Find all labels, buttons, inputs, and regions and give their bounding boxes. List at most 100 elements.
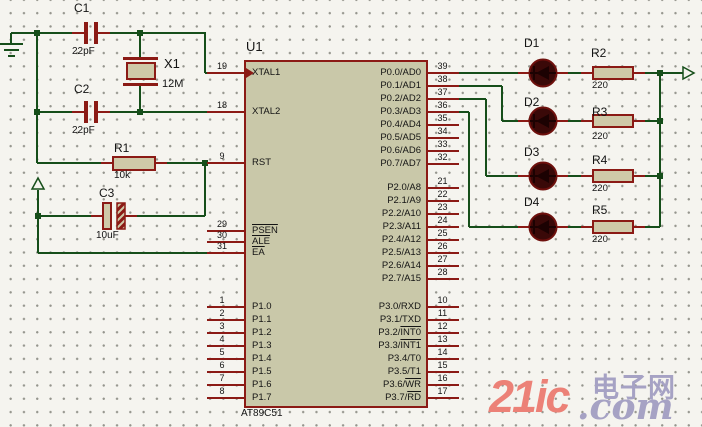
pin-number: 5 bbox=[219, 347, 225, 357]
label-c3: C3 bbox=[99, 186, 115, 200]
label-d1: D1 bbox=[524, 36, 540, 50]
label-x1: X1 bbox=[164, 56, 180, 71]
pin-number: 7 bbox=[219, 373, 225, 383]
label-r4: R4 bbox=[592, 153, 608, 167]
capacitor-c3 bbox=[102, 202, 126, 230]
pin-number: 12 bbox=[437, 321, 448, 331]
label-d2: D2 bbox=[524, 95, 540, 109]
capacitor-c2 bbox=[84, 101, 98, 123]
pin-number: 2 bbox=[219, 308, 225, 318]
resistor-r2 bbox=[592, 66, 634, 80]
label-r3: R3 bbox=[592, 105, 608, 119]
label-c1: C1 bbox=[74, 1, 90, 15]
pin-number: 9 bbox=[219, 151, 225, 161]
chip-body-u1 bbox=[244, 60, 428, 408]
resistor-r1 bbox=[112, 156, 156, 171]
value-r5: 220 bbox=[592, 234, 608, 245]
label-r2: R2 bbox=[591, 46, 607, 60]
pin-number: 26 bbox=[437, 241, 448, 251]
resistor-r3 bbox=[592, 114, 634, 128]
pin-number: 27 bbox=[437, 254, 448, 264]
pin-label: P3.4/T0 bbox=[387, 353, 421, 364]
label-u1: U1 bbox=[246, 39, 263, 54]
pin-number: 28 bbox=[437, 267, 448, 277]
pin-number: 18 bbox=[216, 100, 227, 110]
resistor-r5 bbox=[592, 220, 634, 234]
power-arrow-up bbox=[30, 176, 46, 190]
pin-label: P1.1 bbox=[252, 314, 272, 325]
pin-label: P3.3/INT1 bbox=[378, 340, 421, 351]
pin-number: 19 bbox=[216, 61, 227, 71]
pin-number: 8 bbox=[219, 386, 225, 396]
pin-label: P2.4/A12 bbox=[381, 234, 421, 245]
value-c3: 10uF bbox=[96, 230, 119, 241]
pin-label: P2.1/A9 bbox=[387, 195, 421, 206]
pin-label: P2.5/A13 bbox=[381, 247, 421, 258]
pin-number: 22 bbox=[437, 189, 448, 199]
watermark-brand: 21ic bbox=[489, 371, 571, 422]
pin-label: P3.1/TXD bbox=[379, 314, 421, 325]
label-r5: R5 bbox=[592, 203, 608, 217]
value-x1: 12M bbox=[162, 78, 184, 90]
pin-number: 39 bbox=[437, 61, 448, 71]
label-r1: R1 bbox=[114, 141, 130, 155]
pin-number: 16 bbox=[437, 373, 448, 383]
pin-label: P1.7 bbox=[252, 392, 272, 403]
pin-number: 17 bbox=[437, 386, 448, 396]
pin-number: 37 bbox=[437, 87, 448, 97]
resistor-r4 bbox=[592, 169, 634, 183]
pin-number: 24 bbox=[437, 215, 448, 225]
pin-number: 33 bbox=[437, 139, 448, 149]
pin-label: XTAL2 bbox=[252, 106, 281, 117]
label-d3: D3 bbox=[524, 145, 540, 159]
pin-label: P1.5 bbox=[252, 366, 272, 377]
pin-label: P1.2 bbox=[252, 327, 272, 338]
pin-number: 32 bbox=[437, 152, 448, 162]
value-r1: 10k bbox=[114, 170, 131, 181]
junction-dots bbox=[34, 30, 663, 219]
pin-number: 15 bbox=[437, 360, 448, 370]
led-d4 bbox=[528, 212, 558, 242]
pin-label: P0.5/AD5 bbox=[380, 132, 421, 143]
pin-number: 38 bbox=[437, 74, 448, 84]
pin-label: RST bbox=[252, 157, 271, 168]
label-c2: C2 bbox=[74, 82, 90, 96]
chip-device-label: AT89C51 bbox=[241, 408, 283, 419]
watermark-cjk-text: 电子网 bbox=[592, 373, 676, 403]
pin-number: 36 bbox=[437, 100, 448, 110]
pin-label: P3.7/RD bbox=[385, 392, 421, 403]
pin-number: 23 bbox=[437, 202, 448, 212]
value-r2: 220 bbox=[592, 80, 608, 91]
led-d3 bbox=[528, 161, 558, 191]
value-c1: 22pF bbox=[72, 46, 95, 57]
pin-number: 31 bbox=[216, 241, 227, 251]
pin-label: P1.4 bbox=[252, 353, 272, 364]
pin-number: 29 bbox=[216, 219, 227, 229]
capacitor-c1 bbox=[84, 22, 98, 44]
crystal-x1 bbox=[123, 57, 158, 86]
pin-label: P0.6/AD6 bbox=[380, 145, 421, 156]
pin-number: 11 bbox=[437, 308, 448, 318]
pin-number: 6 bbox=[219, 360, 225, 370]
pin-label: PSEN bbox=[252, 225, 278, 236]
pin-number: 10 bbox=[437, 295, 448, 305]
pin-number: 35 bbox=[437, 113, 448, 123]
pin-label: P2.3/A11 bbox=[382, 221, 421, 232]
pin-label: EA bbox=[252, 247, 265, 258]
pin-label: P3.2/INT0 bbox=[378, 327, 421, 338]
pin-label: P3.0/RXD bbox=[378, 301, 421, 312]
pin-number: 1 bbox=[219, 295, 225, 305]
pin-label: P0.7/AD7 bbox=[380, 158, 421, 169]
pin-label: P2.0/A8 bbox=[387, 182, 421, 193]
pin-label: P3.6/WR bbox=[382, 379, 421, 390]
value-c2: 22pF bbox=[72, 125, 95, 136]
pin-label: P2.2/A10 bbox=[381, 208, 421, 219]
led-d1 bbox=[528, 58, 558, 88]
pin-label: P0.4/AD4 bbox=[380, 119, 421, 130]
value-r4: 220 bbox=[592, 183, 608, 194]
pin-label: XTAL1 bbox=[252, 67, 281, 78]
pin-label: P1.6 bbox=[252, 379, 272, 390]
pin-number: 3 bbox=[219, 321, 225, 331]
